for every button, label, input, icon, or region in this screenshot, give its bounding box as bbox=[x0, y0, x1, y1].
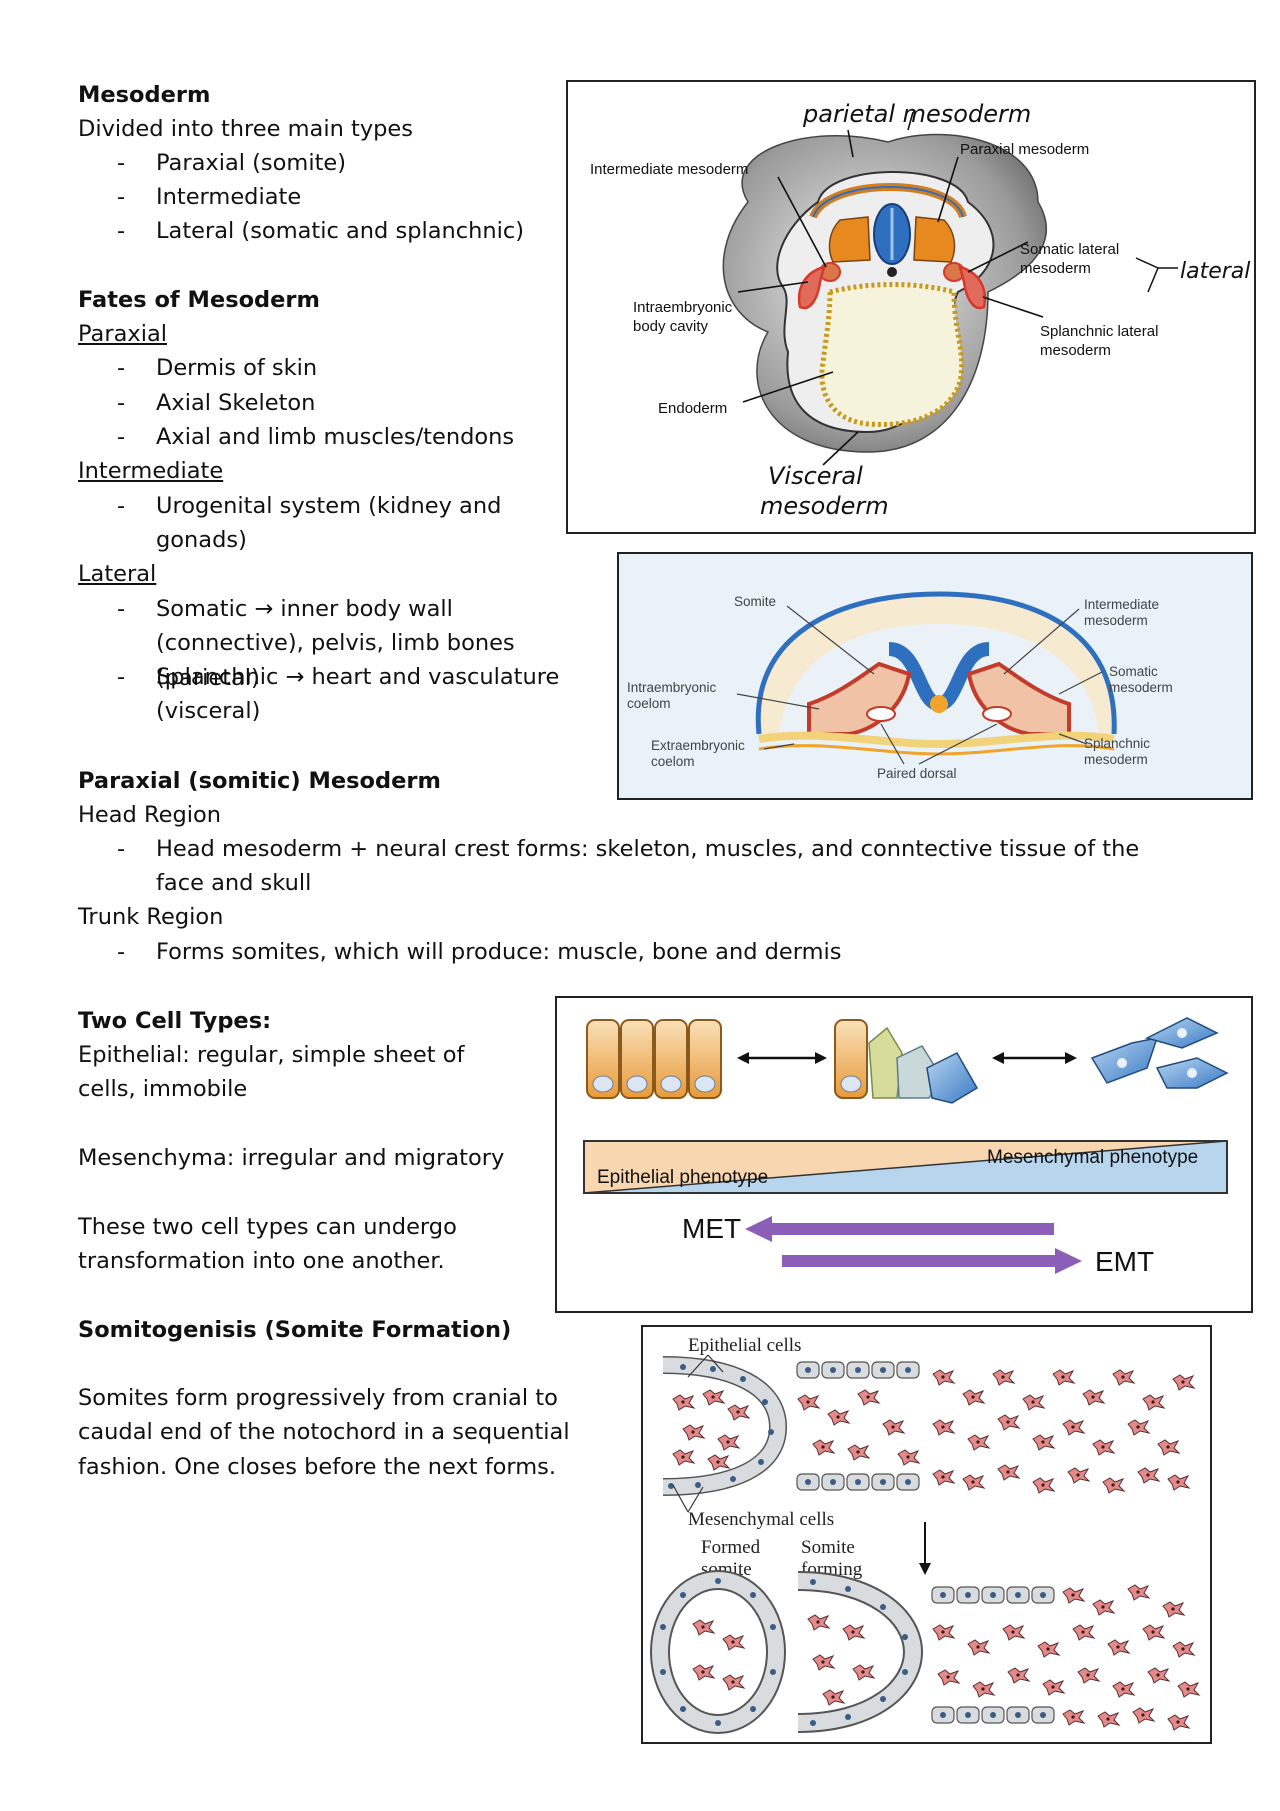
fig1-lateral-handwritten: lateral bbox=[1180, 259, 1250, 284]
fig1-intraembryonic-label: Intraembryonic body cavity bbox=[633, 299, 736, 335]
emt-met-figure: Epithelial phenotype Mesenchymal phenoty… bbox=[555, 996, 1253, 1313]
embryo-cross-section-figure: parietal mesoderm Paraxial mesoderm Inte… bbox=[566, 80, 1256, 534]
mesenchymal-cells-label: Mesenchymal cells bbox=[688, 1509, 834, 1530]
epithelial-description: Epithelial: regular, simple sheet of cel… bbox=[78, 1042, 465, 1103]
fig1-visceral-handwritten: Visceral mesoderm bbox=[760, 462, 889, 520]
fig2-somatic-label: Somatic mesoderm bbox=[1109, 664, 1173, 695]
mesoderm-intro: Divided into three main types bbox=[78, 116, 413, 142]
fates-heading: Fates of Mesoderm bbox=[78, 287, 320, 313]
fig1-somatic-label: Somatic lateral mesoderm bbox=[1020, 241, 1123, 277]
trilaminar-embryo-figure: Somite Intermediate mesoderm Somatic mes… bbox=[617, 552, 1253, 800]
trunk-region-label: Trunk Region bbox=[78, 904, 224, 930]
fig2-intermediate-label: Intermediate mesoderm bbox=[1084, 597, 1163, 628]
head-region-label: Head Region bbox=[78, 802, 222, 828]
fig1-endoderm-label: Endoderm bbox=[658, 400, 727, 417]
mesoderm-heading: Mesoderm bbox=[78, 82, 211, 108]
mesenchyma-description: Mesenchyma: irregular and migratory bbox=[78, 1145, 505, 1171]
fig1-paraxial-label: Paraxial mesoderm bbox=[960, 141, 1089, 158]
fig2-somite-label: Somite bbox=[734, 594, 776, 609]
somitogenesis-heading: Somitogenisis (Somite Formation) bbox=[78, 1317, 512, 1343]
paraxial-label: Paraxial bbox=[78, 321, 167, 347]
fig1-parietal-handwritten: parietal mesoderm bbox=[802, 100, 1031, 128]
lateral-label: Lateral bbox=[78, 561, 157, 587]
mesenchymal-phenotype-label: Mesenchymal phenotype bbox=[987, 1147, 1198, 1168]
cell-types-heading: Two Cell Types: bbox=[78, 1008, 272, 1034]
fig1-intermediate-label: Intermediate mesoderm bbox=[590, 161, 748, 178]
transform-description: These two cell types can undergo transfo… bbox=[78, 1214, 457, 1275]
epithelial-phenotype-label: Epithelial phenotype bbox=[597, 1167, 768, 1188]
epithelial-cells-label: Epithelial cells bbox=[688, 1335, 801, 1356]
emt-label: EMT bbox=[1095, 1246, 1154, 1277]
fig2-intra-coelom-label: Intraembryonic coelom bbox=[627, 680, 720, 711]
fig2-splanchnic-label: Splanchnic mesoderm bbox=[1084, 736, 1154, 767]
paraxial-section-heading: Paraxial (somitic) Mesoderm bbox=[78, 768, 441, 794]
fig1-splanchnic-label: Splanchnic lateral mesoderm bbox=[1040, 323, 1163, 359]
somitogenesis-text: Somites form progressively from cranial … bbox=[78, 1385, 570, 1480]
fig2-extra-coelom-label: Extraembryonic coelom bbox=[651, 738, 749, 769]
intermediate-label: Intermediate bbox=[78, 458, 224, 484]
fig2-paired-dorsal-label: Paired dorsal bbox=[877, 766, 957, 781]
somite-formation-figure: Epithelial cells Mesenchymal cells Forme… bbox=[641, 1325, 1212, 1744]
met-label: MET bbox=[682, 1213, 741, 1244]
